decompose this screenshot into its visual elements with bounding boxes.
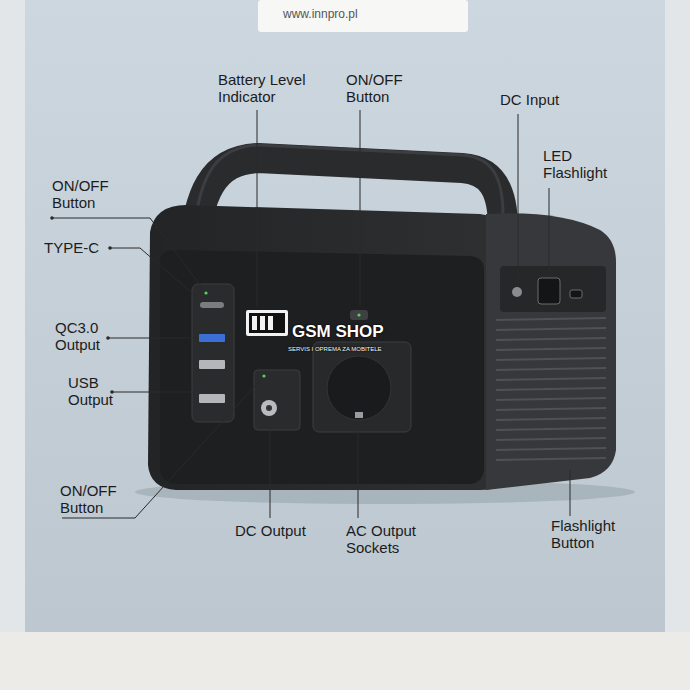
watermark: SERVIS I OPREMA ZA MOBITELE (288, 346, 382, 353)
url-label: www.innpro.pl (283, 8, 358, 22)
part-label: DC Input (500, 92, 559, 109)
part-label: TYPE-C (44, 240, 99, 257)
part-label: LED Flashlight (543, 148, 625, 182)
part-label: DC Output (235, 523, 306, 540)
part-label: ON/OFF Button (346, 72, 418, 106)
part-label: Battery Level Indicator (218, 72, 330, 106)
part-label: USB Output (68, 375, 124, 409)
part-label: Flashlight Button (551, 518, 633, 552)
part-label: QC3.0 Output (55, 320, 115, 354)
part-label: ON/OFF Button (52, 178, 124, 212)
part-label: ON/OFF Button (60, 483, 132, 517)
part-label: AC Output Sockets (346, 523, 438, 557)
watermark: GSM SHOP (292, 322, 384, 341)
